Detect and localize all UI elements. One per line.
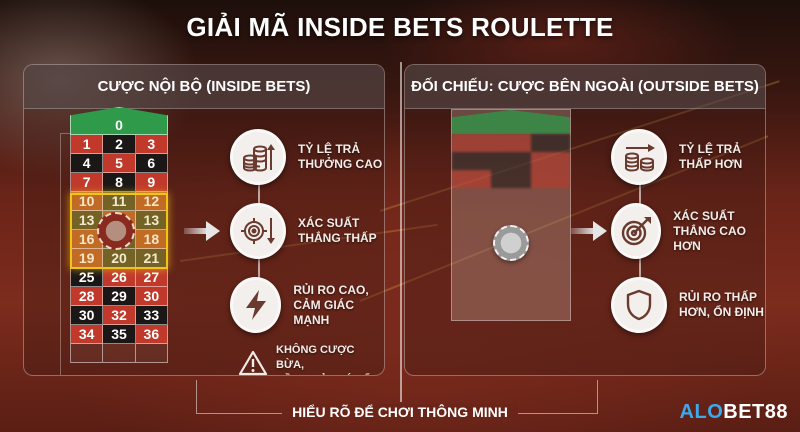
target-arrow-hit-icon xyxy=(611,203,662,259)
outside-bets-heading: ĐỐI CHIẾU: CƯỢC BÊN NGOÀI (OUTSIDE BETS) xyxy=(405,65,765,109)
board-cell[interactable]: 35 xyxy=(103,325,136,344)
board-cell[interactable]: 30 xyxy=(135,287,168,306)
feature-higher-win-probability: XÁC SUẤT THẮNG CAO HƠN xyxy=(611,203,765,259)
red-chip-icon xyxy=(97,212,135,250)
board-cell[interactable]: 32 xyxy=(103,306,136,325)
feature-lower-risk: RỦI RO THẤP HƠN, ỔN ĐỊNH xyxy=(611,277,764,333)
right-arrow-icon xyxy=(571,221,607,241)
footer-tagline: HIỂU RÕ ĐỂ CHƠI THÔNG MINH xyxy=(0,404,800,420)
board-cell[interactable]: 30 xyxy=(71,306,104,325)
feature-text: XÁC SUẤT THẮNG CAO HƠN xyxy=(673,208,746,253)
board-cell[interactable]: 26 xyxy=(103,268,136,287)
warning-triangle-icon xyxy=(238,350,268,375)
board-cell[interactable]: 2 xyxy=(103,135,136,154)
board-cell[interactable]: 36 xyxy=(135,325,168,344)
board-cell[interactable]: 13 xyxy=(135,211,168,230)
board-cell[interactable]: 16 xyxy=(71,230,104,249)
board-cell[interactable]: 6 xyxy=(135,154,168,173)
board-cell[interactable]: 7 xyxy=(71,173,104,192)
feature-lower-payout: TỶ LỆ TRẢ THẤP HƠN xyxy=(611,129,742,185)
board-cell[interactable]: 10 xyxy=(71,192,104,211)
inside-bets-heading: CƯỢC NỘI BỘ (INSIDE BETS) xyxy=(24,65,384,109)
feature-high-payout: TỶ LỆ TRẢ THƯỞNG CAO xyxy=(230,129,382,185)
feature-text: RỦI RO THẤP HƠN, ỔN ĐỊNH xyxy=(679,290,764,319)
board-cell[interactable]: 5 xyxy=(103,154,136,173)
footer-tagline-text: HIỂU RÕ ĐỂ CHƠI THÔNG MINH xyxy=(282,404,518,420)
feature-text: RỦI RO CAO, CẢM GIÁC MẠNH xyxy=(293,282,369,327)
board-cell[interactable]: 12 xyxy=(135,192,168,211)
lightning-bolt-icon xyxy=(230,277,282,333)
board-cell[interactable]: 34 xyxy=(71,325,104,344)
page-title: GIẢI MÃ INSIDE BETS ROULETTE xyxy=(186,12,614,42)
board-cell[interactable]: 19 xyxy=(71,249,104,268)
board-cell[interactable]: 13 xyxy=(71,211,104,230)
board-cell[interactable]: 21 xyxy=(135,249,168,268)
logo-alo: ALO xyxy=(679,401,724,423)
coins-right-arrow-icon xyxy=(611,129,667,185)
outside-bets-panel: ĐỐI CHIẾU: CƯỢC BÊN NGOÀI (OUTSIDE BETS)… xyxy=(404,64,766,376)
feature-low-win-probability: XÁC SUẤT THẮNG THẤP xyxy=(230,203,377,259)
feature-text: XÁC SUẤT THẮNG THẤP xyxy=(298,216,377,245)
right-arrow-icon xyxy=(184,221,220,241)
board-cell[interactable]: 9 xyxy=(135,173,168,192)
gray-chip-icon xyxy=(493,225,529,261)
board-bracket xyxy=(60,133,72,375)
feature-text: TỶ LỆ TRẢ THƯỞNG CAO xyxy=(298,142,383,171)
coin-stack-up-arrow-icon xyxy=(230,129,286,185)
board-cell[interactable] xyxy=(135,344,168,363)
board-cell[interactable] xyxy=(71,344,104,363)
board-cell[interactable]: 1 xyxy=(71,135,104,154)
board-cell[interactable]: 25 xyxy=(71,268,104,287)
board-cell[interactable]: 29 xyxy=(103,287,136,306)
board-cell[interactable]: 18 xyxy=(135,230,168,249)
board-cell[interactable]: 28 xyxy=(71,287,104,306)
warning-text: KHÔNG CƯỢC BỪA, CẦN QUẢN LÝ VỐN xyxy=(276,344,379,375)
board-cell[interactable]: 3 xyxy=(135,135,168,154)
board-cell[interactable]: 4 xyxy=(71,154,104,173)
faded-zero-cell xyxy=(452,110,570,134)
board-cell[interactable]: 20 xyxy=(103,249,136,268)
target-down-arrow-icon xyxy=(230,203,286,259)
board-cell[interactable]: 27 xyxy=(135,268,168,287)
shield-icon xyxy=(611,277,667,333)
board-cell[interactable]: 11 xyxy=(103,192,136,211)
faded-number-grid xyxy=(452,134,570,188)
faded-roulette-board xyxy=(451,109,571,321)
feature-high-risk: RỦI RO CAO, CẢM GIÁC MẠNH xyxy=(230,277,384,333)
board-cell[interactable]: 8 xyxy=(103,173,136,192)
warning-note: KHÔNG CƯỢC BỪA, CẦN QUẢN LÝ VỐN xyxy=(238,343,384,375)
zero-cell[interactable]: 0 xyxy=(70,107,168,135)
center-divider xyxy=(400,62,402,402)
logo-bet88: BET88 xyxy=(723,401,788,423)
board-cell[interactable] xyxy=(103,344,136,363)
feature-text: TỶ LỆ TRẢ THẤP HƠN xyxy=(679,142,743,171)
board-cell[interactable]: 33 xyxy=(135,306,168,325)
